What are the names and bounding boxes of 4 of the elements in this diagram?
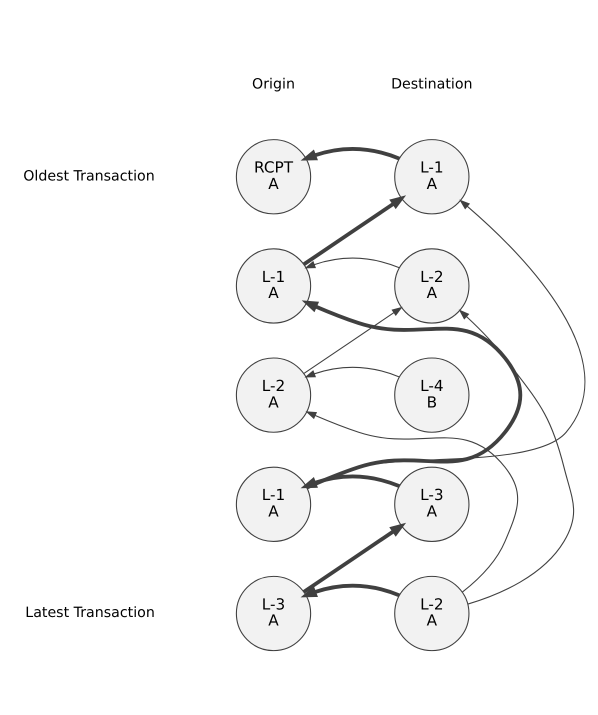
- label: Destination: [391, 76, 473, 92]
- label: Oldest Transaction: [23, 168, 155, 184]
- label: Latest Transaction: [25, 604, 155, 621]
- label: Origin: [252, 76, 295, 92]
